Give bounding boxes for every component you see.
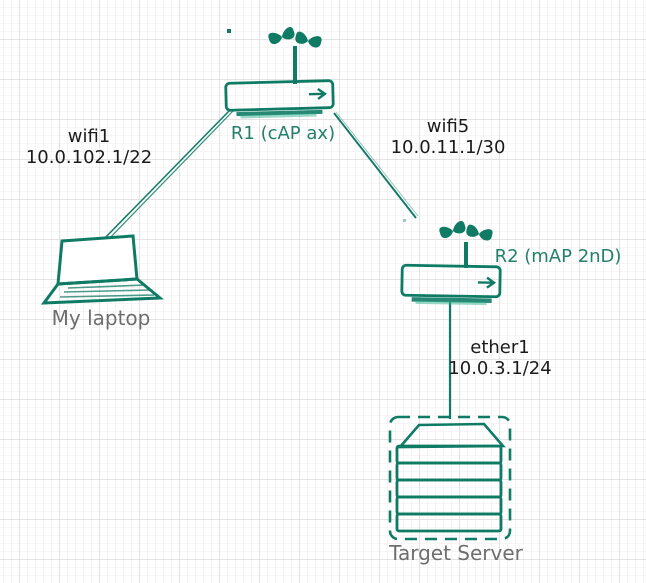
node-label-server: Target Server [389,541,523,565]
interface-name: wifi5 [426,116,470,137]
link-label-wifi1: wifi1 10.0.102.1/22 [4,126,174,168]
node-label-laptop: My laptop [51,306,151,330]
link-label-wifi5: wifi5 10.0.11.1/30 [363,116,533,158]
antenna-icon [268,27,322,84]
node-label-r2: R2 (mAP 2nD) [494,246,622,267]
stray-dot [403,219,406,222]
node-label-r1: R1 (cAP ax) [230,123,336,144]
ip-address: 10.0.3.1/24 [448,358,552,380]
antenna-icon [439,221,493,268]
wireless-access-point-icon [400,221,502,306]
router-body [224,79,335,119]
laptop-base [40,277,164,305]
ip-address: 10.0.11.1/30 [390,137,506,159]
arrow-right-icon [477,276,497,289]
interface-name: ether1 [470,337,530,358]
router-body [400,263,502,306]
dashed-boundary [388,415,512,541]
stray-dot [227,29,231,33]
laptop-screen [56,234,139,286]
link-wifi1-line [100,109,234,245]
wireless-access-point-icon [224,27,335,119]
interface-name: wifi1 [67,126,111,147]
server-stack [395,422,506,533]
server-rack-icon [388,415,512,541]
ip-address: 10.0.102.1/22 [25,147,153,169]
link-label-ether1: ether1 10.0.3.1/24 [415,337,585,379]
arrow-right-icon [308,87,328,100]
link-wifi5-line [333,111,419,219]
laptop-icon [40,234,164,305]
